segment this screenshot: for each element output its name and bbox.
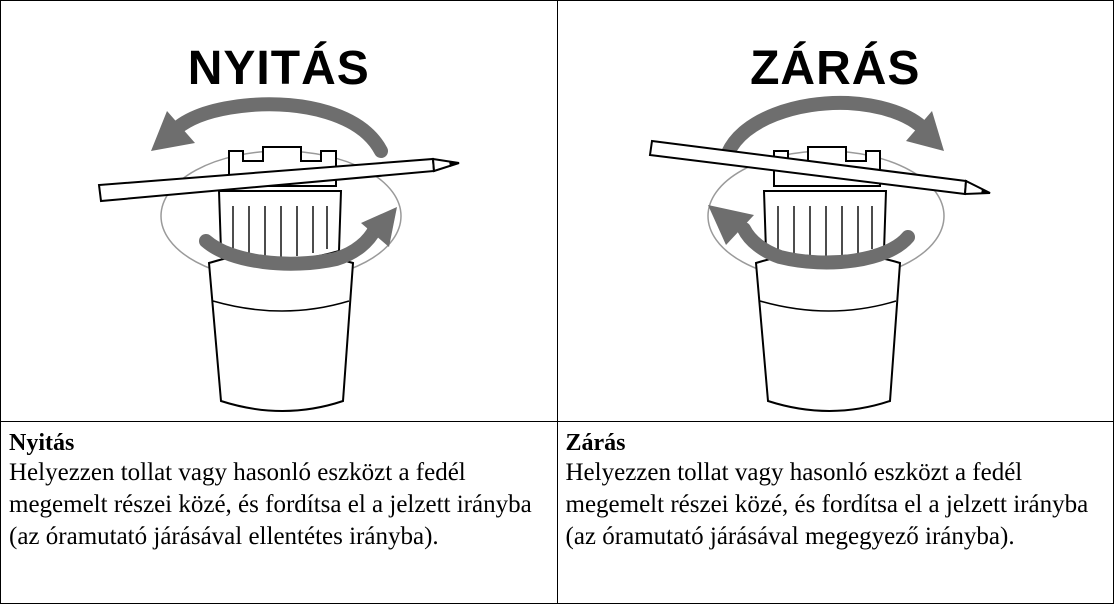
opening-instructions: Helyezzen tollat vagy hasonló eszközt a … — [9, 459, 532, 550]
closing-subheading: Zárás — [565, 430, 626, 456]
cap-closing-with-pen-icon — [648, 95, 990, 412]
cap-opening-with-pen-icon — [97, 97, 460, 412]
closing-illustration-cell: ZÁRÁS — [556, 0, 1114, 422]
closing-instructions: Helyezzen tollat vagy hasonló eszközt a … — [565, 459, 1089, 550]
opening-illustration-cell: NYITÁS — [0, 0, 558, 422]
opening-subheading: Nyitás — [9, 430, 75, 456]
closing-text-cell: Zárás Helyezzen tollat vagy hasonló eszk… — [556, 421, 1114, 604]
closing-heading: ZÁRÁS — [750, 42, 921, 95]
opening-heading: NYITÁS — [187, 42, 370, 95]
opening-text-cell: Nyitás Helyezzen tollat vagy hasonló esz… — [0, 421, 558, 604]
